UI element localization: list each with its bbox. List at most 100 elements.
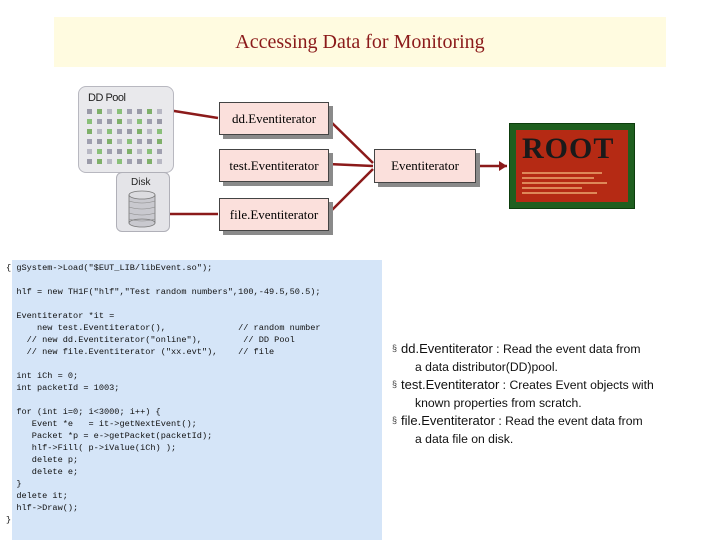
dd-pool-cell xyxy=(117,119,122,124)
code-line: } xyxy=(6,515,12,525)
page-title: Accessing Data for Monitoring xyxy=(235,30,485,53)
dd-pool-cell xyxy=(157,109,162,114)
dd-pool-cell xyxy=(147,159,152,164)
disk-graphic: Disk xyxy=(116,172,170,232)
dd-pool-cell xyxy=(137,119,142,124)
bullet-continuation: a data file on disk. xyxy=(415,431,514,446)
code-line: Packet *p = e->getPacket(packetId); xyxy=(6,431,213,441)
dd-pool-cell xyxy=(127,129,132,134)
code-line: Eventiterator *it = xyxy=(6,311,115,321)
dd-pool-label: DD Pool xyxy=(88,92,126,104)
bullet-text: Creates Event objects with xyxy=(509,378,654,392)
root-logo-inner: ROOT xyxy=(516,130,628,202)
dd-pool-cell xyxy=(117,149,122,154)
dd-pool-graphic: DD Pool xyxy=(78,86,174,173)
dd-pool-cell xyxy=(147,109,152,114)
bullet-separator: : xyxy=(492,342,503,356)
code-line: delete it; xyxy=(6,491,68,501)
dd-pool-cell xyxy=(147,139,152,144)
code-line: hlf->Draw(); xyxy=(6,503,79,513)
code-listing: { gSystem->Load("$EUT_LIB/libEvent.so");… xyxy=(6,262,321,526)
bullet-item: §dd.Eventiterator : Read the event data … xyxy=(392,340,714,376)
arrow-file-to-base xyxy=(327,168,374,215)
dd-pool-cell xyxy=(97,119,102,124)
root-logo-text-lines xyxy=(522,172,612,197)
dd-pool-cell xyxy=(117,139,122,144)
dd-pool-cell xyxy=(107,159,112,164)
title-banner: Accessing Data for Monitoring xyxy=(54,17,666,67)
disk-icon xyxy=(128,190,156,228)
base-eventiterator-label: Eventiterator xyxy=(391,158,459,173)
dd-pool-cell xyxy=(107,129,112,134)
dd-pool-cell xyxy=(137,129,142,134)
dd-pool-cell xyxy=(127,159,132,164)
bullet-mark-icon: § xyxy=(392,343,398,353)
dd-pool-cell xyxy=(117,129,122,134)
arrow-test-to-base xyxy=(327,162,374,168)
dd-pool-cell xyxy=(87,129,92,134)
bullet-term: dd.Eventiterator xyxy=(401,341,493,356)
dd-pool-cell xyxy=(147,119,152,124)
root-logo: ROOT xyxy=(509,123,635,209)
code-line: // new dd.Eventiterator("online"), // DD… xyxy=(6,335,295,345)
dd-pool-cell xyxy=(87,159,92,164)
bullet-separator: : xyxy=(494,414,506,428)
code-line: for (int i=0; i<3000; i++) { xyxy=(6,407,161,417)
dd-pool-cell xyxy=(107,119,112,124)
root-logo-text: ROOT xyxy=(522,132,615,165)
dd-pool-cell xyxy=(157,129,162,134)
code-line: // new file.Eventiterator ("xx.evt"), //… xyxy=(6,347,275,357)
bullet-item: §test.Eventiterator : Creates Event obje… xyxy=(392,376,714,412)
code-line: Event *e = it->getNextEvent(); xyxy=(6,419,197,429)
arrow-dd-to-base xyxy=(327,118,374,164)
file-eventiterator-label: file.Eventiterator xyxy=(229,206,319,222)
dd-pool-cell xyxy=(87,139,92,144)
dd-pool-cell xyxy=(157,139,162,144)
dd-eventiterator-box: dd.Eventiterator xyxy=(219,102,329,135)
dd-pool-cell xyxy=(107,109,112,114)
dd-pool-cell xyxy=(97,109,102,114)
bullet-continuation: a data distributor(DD)pool. xyxy=(415,359,558,374)
code-line: } xyxy=(6,479,22,489)
dd-pool-cell xyxy=(157,119,162,124)
dd-pool-cell xyxy=(127,109,132,114)
dd-pool-cell xyxy=(117,159,122,164)
code-line: int packetId = 1003; xyxy=(6,383,120,393)
dd-pool-cell xyxy=(87,149,92,154)
code-line: new test.Eventiterator(), // random numb… xyxy=(6,323,321,333)
bullet-mark-icon: § xyxy=(392,415,398,425)
code-panel xyxy=(12,260,382,540)
test-eventiterator-box: test.Eventiterator xyxy=(219,149,329,182)
code-line: delete p; xyxy=(6,455,79,465)
bullet-text: Read the event data from xyxy=(505,414,643,428)
dd-pool-cell xyxy=(97,159,102,164)
dd-pool-cell xyxy=(147,149,152,154)
code-line: hlf->Fill( p->iValue(iCh) ); xyxy=(6,443,177,453)
bullet-term: file.Eventiterator xyxy=(401,413,495,428)
code-line: { gSystem->Load("$EUT_LIB/libEvent.so"); xyxy=(6,263,213,273)
dd-pool-cell xyxy=(97,149,102,154)
dd-eventiterator-label: dd.Eventiterator xyxy=(231,110,317,126)
bullet-item: §file.Eventiterator : Read the event dat… xyxy=(392,412,714,448)
dd-pool-cell xyxy=(147,129,152,134)
file-eventiterator-box: file.Eventiterator xyxy=(219,198,329,231)
dd-pool-cell xyxy=(87,119,92,124)
dd-pool-cell xyxy=(137,159,142,164)
code-line: hlf = new TH1F("hlf","Test random number… xyxy=(6,287,321,297)
dd-pool-cell xyxy=(137,109,142,114)
dd-pool-cell xyxy=(157,149,162,154)
bullet-term: test.Eventiterator xyxy=(401,377,500,392)
dd-pool-cell xyxy=(107,139,112,144)
dd-pool-cell xyxy=(127,119,132,124)
code-line: int iCh = 0; xyxy=(6,371,79,381)
dd-pool-cell xyxy=(157,159,162,164)
dd-pool-cell xyxy=(97,139,102,144)
dd-pool-cell xyxy=(137,149,142,154)
dd-pool-cell xyxy=(117,109,122,114)
dd-pool-cell xyxy=(107,149,112,154)
dd-pool-cell xyxy=(97,129,102,134)
dd-pool-cell xyxy=(127,149,132,154)
dd-pool-cell xyxy=(127,139,132,144)
disk-label: Disk xyxy=(131,177,151,188)
dd-pool-cell xyxy=(87,109,92,114)
